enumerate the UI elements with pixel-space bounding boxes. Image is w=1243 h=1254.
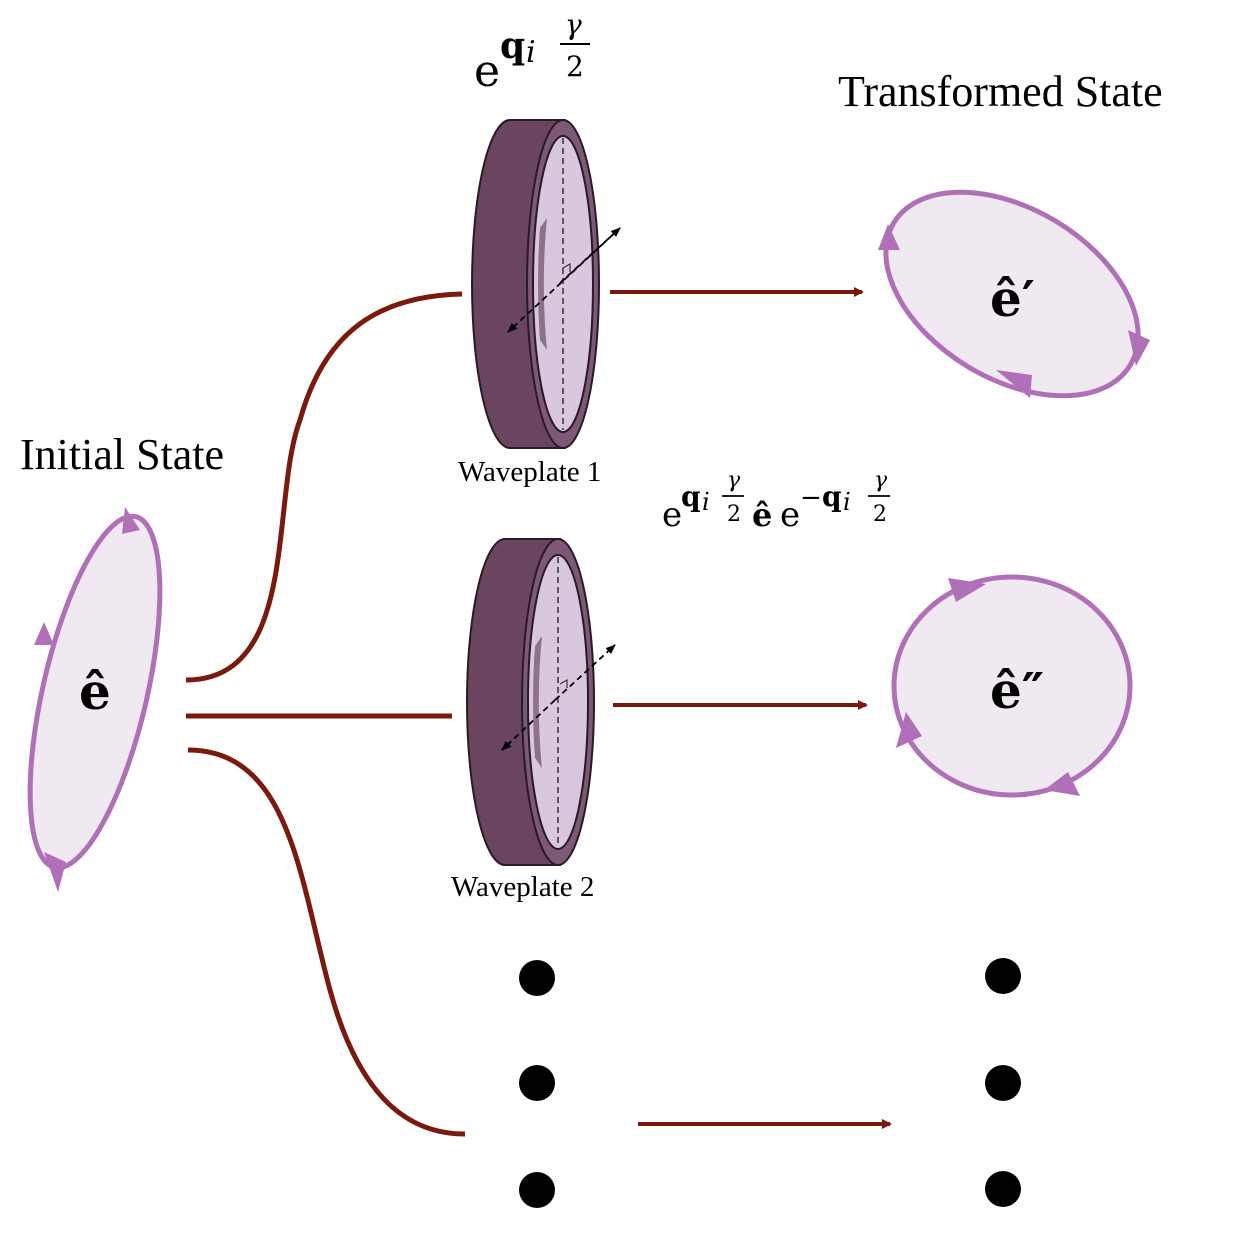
svg-text:−: − [800, 483, 822, 513]
waveplate-2 [466, 538, 616, 866]
svg-text:q: q [500, 25, 525, 67]
svg-text:e: e [662, 495, 682, 535]
svg-text:q: q [822, 480, 842, 513]
initial-state-title: Initial State [20, 430, 224, 479]
first-output-ellipse: ê′ [878, 189, 1150, 399]
second-output-symbol: ê″ [990, 661, 1044, 720]
second-output-ellipse: ê″ [891, 574, 1133, 798]
initial-state-symbol: ê [79, 662, 111, 721]
svg-text:i: i [702, 488, 710, 516]
svg-text:2: 2 [566, 50, 584, 83]
svg-text:i: i [843, 488, 851, 516]
svg-text:e: e [780, 495, 800, 535]
transformed-state-title: Transformed State [838, 67, 1163, 116]
first-output-symbol: ê′ [990, 269, 1035, 328]
beam-lower-branch [187, 747, 466, 1137]
operator-equation: e q i γ 2 [474, 8, 590, 97]
svg-text:γ: γ [874, 468, 888, 493]
svg-text:ê: ê [752, 496, 772, 534]
svg-text:q: q [681, 480, 701, 513]
svg-text:γ: γ [727, 468, 741, 493]
svg-text:γ: γ [565, 8, 582, 41]
waveplate-1 [471, 119, 621, 449]
svg-text:2: 2 [873, 502, 887, 527]
continuation-dots-waveplates [519, 960, 555, 1208]
continuation-dots-outputs [985, 958, 1021, 1207]
svg-text:i: i [526, 35, 536, 70]
waveplate-2-label: Waveplate 2 [451, 871, 594, 903]
svg-text:2: 2 [727, 502, 741, 527]
waveplate-1-label: Waveplate 1 [458, 456, 601, 488]
beam-upper-branch [185, 291, 463, 683]
svg-text:e: e [474, 46, 500, 97]
transform-equation: e q i γ 2 ê e − q i γ 2 [662, 468, 890, 535]
initial-state-ellipse: ê [27, 507, 163, 892]
